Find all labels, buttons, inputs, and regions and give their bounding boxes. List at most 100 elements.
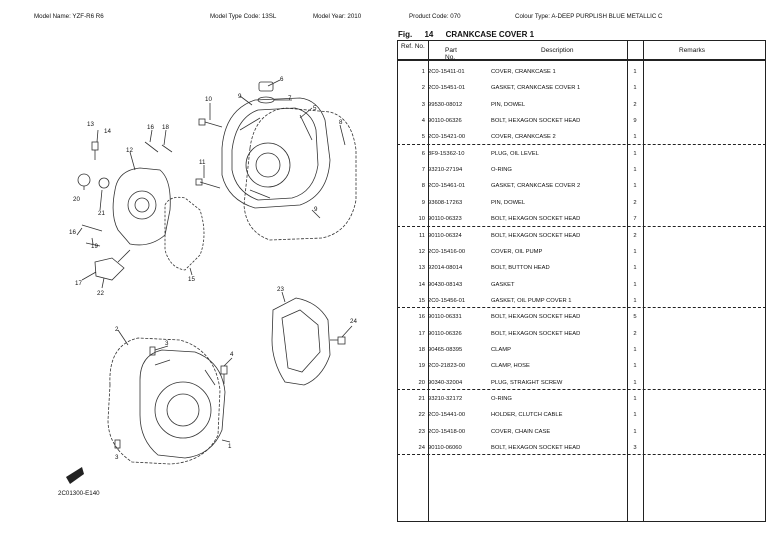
description-cell: COVER, CHAIN CASE (491, 428, 551, 435)
part-no-cell: 93210-27194 (428, 167, 463, 174)
part-no-cell: 2C0-15456-01 (428, 297, 466, 304)
callout: 9 (238, 93, 242, 100)
callout: 22 (97, 290, 104, 297)
part-no-cell: 3F9-15362-10 (428, 150, 465, 157)
part-no-cell: 92014-08014 (428, 265, 463, 272)
description-cell: HOLDER, CLUTCH CABLE (491, 412, 563, 419)
part-no-cell: 90110-06331 (428, 314, 462, 321)
callout: 14 (104, 128, 111, 135)
quantity-cell: 1 (633, 396, 637, 402)
callout: 3 (165, 340, 169, 347)
callout: 19 (91, 243, 98, 250)
model-year: Model Year: 2010 (313, 13, 362, 20)
ref-no-cell: 22 (418, 412, 425, 419)
callout: 13 (87, 121, 94, 128)
quantity-cell: 3 (633, 445, 637, 452)
description-cell: COVER, OIL PUMP (491, 248, 543, 255)
ref-no-cell: 5 (421, 134, 425, 141)
description-cell: PIN, DOWEL (491, 199, 526, 206)
part-no-cell: 2C0-15441-00 (428, 412, 466, 419)
description-cell: BOLT, HEXAGON SOCKET HEAD (491, 118, 581, 125)
part-no-cell: 90340-32004 (428, 379, 463, 386)
quantity-cell: 1 (633, 248, 637, 255)
description-cell: GASKET, OIL PUMP COVER 1 (491, 297, 572, 304)
part-no-cell: 93210-32172 (428, 396, 463, 402)
callout: 11 (199, 159, 206, 166)
ref-no-cell: 21 (418, 396, 425, 402)
part-no-cell: 2C0-15416-00 (428, 248, 466, 255)
group-separator (397, 307, 766, 309)
group-separator (397, 389, 766, 390)
model-type-code: Model Type Code: 13SL (210, 13, 277, 20)
quantity-cell: 1 (633, 412, 637, 419)
description-cell: BOLT, BUTTON HEAD (491, 265, 550, 272)
part-no-cell: 90110-06060 (428, 445, 462, 452)
part-no-cell: 2C0-21823-00 (428, 363, 466, 370)
part-no-cell: 2C0-15411-01 (428, 69, 465, 75)
part-no-cell: 90430-08143 (428, 281, 463, 288)
description-cell: O-RING (491, 396, 512, 402)
crankcase-cover-2-shape (221, 97, 331, 209)
ref-no-cell: 15 (418, 297, 425, 304)
ref-no-cell: 13 (418, 265, 425, 272)
quantity-cell: 1 (633, 346, 637, 353)
callout: 3 (115, 454, 119, 461)
callout: 9 (314, 206, 318, 213)
callout: 4 (230, 351, 234, 358)
callout: 24 (350, 318, 357, 325)
quantity-cell: 1 (633, 297, 637, 304)
exploded-parts-diagram: 1 2 3 3 4 5 6 7 8 9 9 10 11 12 13 14 15 … (58, 76, 357, 497)
callout: 15 (188, 276, 195, 283)
ref-no-cell: 24 (418, 445, 425, 452)
quantity-cell: 2 (633, 330, 637, 337)
header-ref-no: Ref. No. (397, 40, 428, 60)
part-no-cell: 2C0-15451-01 (428, 85, 466, 92)
fig-number: 14 (424, 30, 434, 39)
ref-no-cell: 17 (418, 330, 425, 337)
description-cell: PIN, DOWEL (491, 101, 526, 108)
description-cell: CLAMP, HOSE (491, 363, 530, 370)
callout: 21 (98, 210, 105, 217)
ref-no-cell: 10 (418, 216, 425, 223)
description-cell: BOLT, HEXAGON SOCKET HEAD (491, 216, 581, 223)
description-cell: COVER, CRANKCASE 1 (491, 69, 556, 75)
chain-case-cover-shape (271, 297, 331, 386)
quantity-cell: 2 (633, 199, 637, 206)
model-name: Model Name: YZF-R6 R6 (34, 13, 104, 20)
description-cell: PLUG, STRAIGHT SCREW (491, 379, 563, 386)
group-separator (397, 454, 766, 456)
part-no-cell: 90110-06326 (428, 118, 462, 125)
quantity-cell: 1 (633, 363, 637, 370)
callout: 16 (69, 229, 76, 236)
ref-no-cell: 2 (421, 85, 425, 92)
ref-no-cell: 4 (421, 118, 425, 125)
ref-no-cell: 7 (421, 167, 425, 174)
description-cell: BOLT, HEXAGON SOCKET HEAD (491, 314, 581, 321)
ref-no-cell: 16 (418, 314, 425, 321)
callout: 20 (73, 196, 80, 203)
ref-no-cell: 9 (421, 199, 425, 206)
ref-no-cell: 18 (418, 346, 425, 353)
part-no-cell: 90110-06323 (428, 216, 462, 223)
product-code: Product Code: 070 (409, 13, 461, 20)
group-separator (397, 143, 766, 145)
quantity-cell: 7 (633, 216, 637, 223)
part-no-cell: 90465-08395 (428, 346, 463, 353)
description-cell: GASKET, CRANKCASE COVER 1 (491, 85, 581, 92)
